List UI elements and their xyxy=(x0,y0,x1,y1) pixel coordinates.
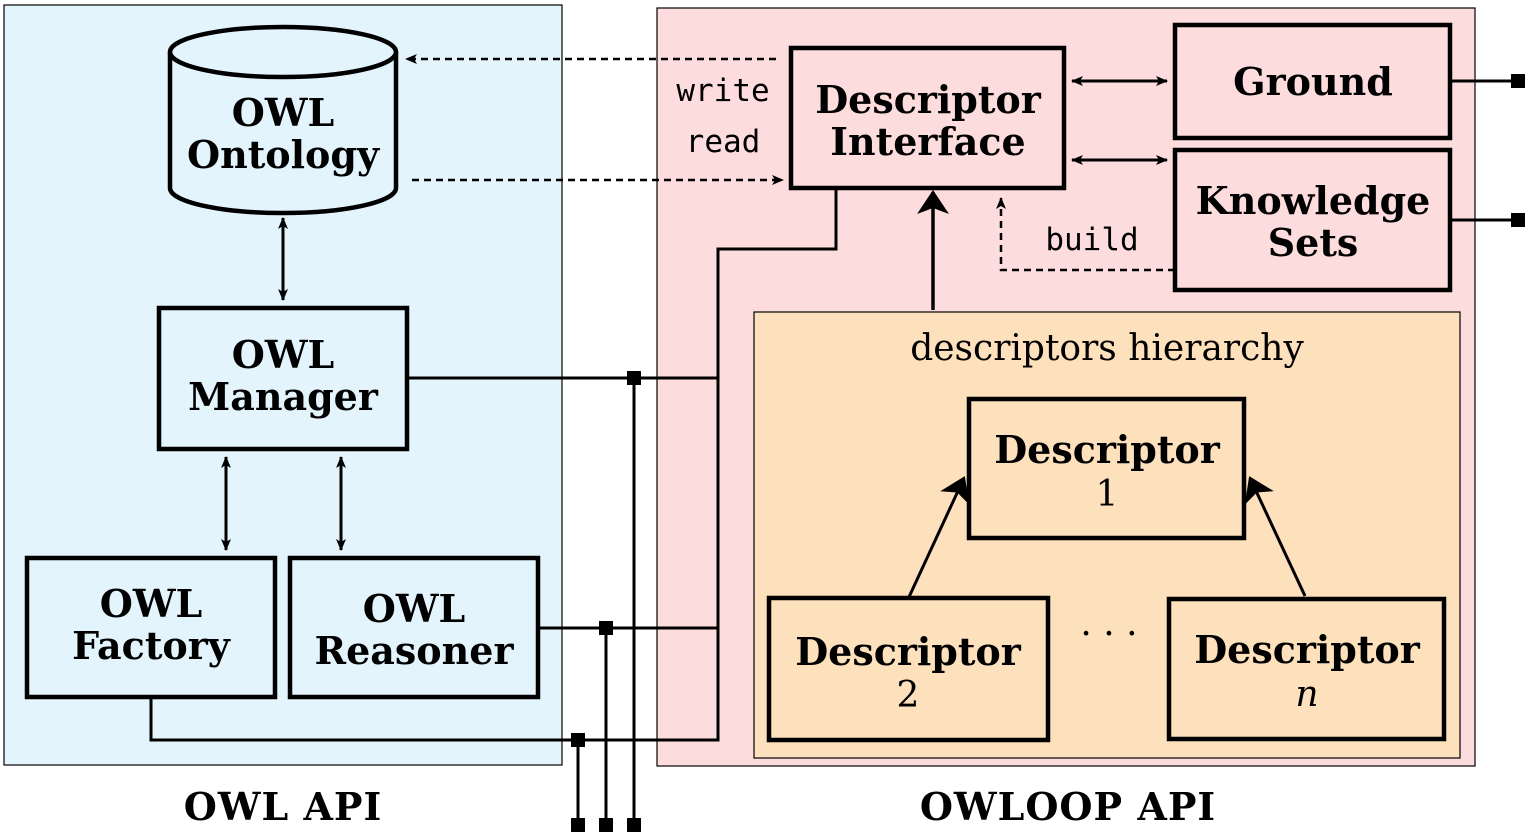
owl-factory-node: OWL Factory xyxy=(24,555,278,700)
descriptor2-to-1-arrow xyxy=(907,476,970,598)
knowledge-terminal xyxy=(1511,213,1525,227)
descriptor-1-box xyxy=(966,396,1247,541)
descriptor-2-label-2: 2 xyxy=(897,675,920,716)
hierarchy-label: descriptors hierarchy xyxy=(910,328,1304,369)
reasoner-junction xyxy=(599,621,613,635)
read-label: read xyxy=(686,124,761,160)
reasoner-label-2: Reasoner xyxy=(315,628,515,673)
descriptor-2-box xyxy=(766,595,1051,743)
ontology-label-2: Ontology xyxy=(187,132,380,177)
descriptor-interface-node: Descriptor Interface xyxy=(788,45,1067,191)
hierarchy-panel xyxy=(753,311,1461,759)
manager-terminal xyxy=(627,818,641,832)
owl-manager-node: OWL Manager xyxy=(156,305,410,452)
manager-label-2: Manager xyxy=(188,374,379,419)
descriptor-2-node: Descriptor 2 xyxy=(766,595,1051,743)
build-label: build xyxy=(1045,222,1138,258)
descriptor-1-label-2: 1 xyxy=(1096,474,1119,515)
interface-bus-line xyxy=(149,190,838,742)
owl-api-title: OWL API xyxy=(184,784,383,829)
manager-junction xyxy=(627,371,641,385)
descriptor-n-box xyxy=(1166,596,1447,742)
owloop-api-title: OWLOOP API xyxy=(920,784,1216,829)
descriptor-n-label-1: Descriptor xyxy=(1194,627,1421,672)
descriptor-1-label-1: Descriptor xyxy=(994,427,1221,472)
owl-ontology-node: OWL Ontology xyxy=(167,24,399,216)
build-arrow xyxy=(996,197,1175,272)
knowledge-sets-label-2: Sets xyxy=(1268,220,1359,265)
factory-terminal xyxy=(571,818,585,832)
descriptor-interface-label-2: Interface xyxy=(830,119,1025,164)
knowledge-sets-label-1: Knowledge xyxy=(1196,178,1431,223)
ground-label: Ground xyxy=(1233,59,1393,104)
write-label: write xyxy=(676,73,769,109)
reasoner-label-1: OWL xyxy=(363,586,466,631)
ontology-label-1: OWL xyxy=(232,90,335,135)
factory-label-1: OWL xyxy=(100,581,203,626)
descriptor-1-node: Descriptor 1 xyxy=(966,396,1247,541)
descriptorn-to-1-arrow xyxy=(1244,476,1307,597)
descriptor-2-label-1: Descriptor xyxy=(795,629,1022,674)
descriptor-n-label-2: n xyxy=(1295,674,1318,715)
factory-label-2: Factory xyxy=(72,623,231,668)
ontology-cylinder-top xyxy=(167,24,399,80)
descriptor-interface-label-1: Descriptor xyxy=(815,77,1042,122)
knowledge-sets-node: Knowledge Sets xyxy=(1172,147,1453,293)
factory-junction xyxy=(571,733,585,747)
descriptor-interface-box xyxy=(788,45,1067,191)
reasoner-terminal xyxy=(599,818,613,832)
descriptor-ellipsis: · · · xyxy=(1080,614,1137,655)
descriptor-n-node: Descriptor n xyxy=(1166,596,1447,742)
ontology-cylinder-body xyxy=(167,52,399,216)
ground-terminal xyxy=(1511,74,1525,88)
manager-label-1: OWL xyxy=(232,332,335,377)
